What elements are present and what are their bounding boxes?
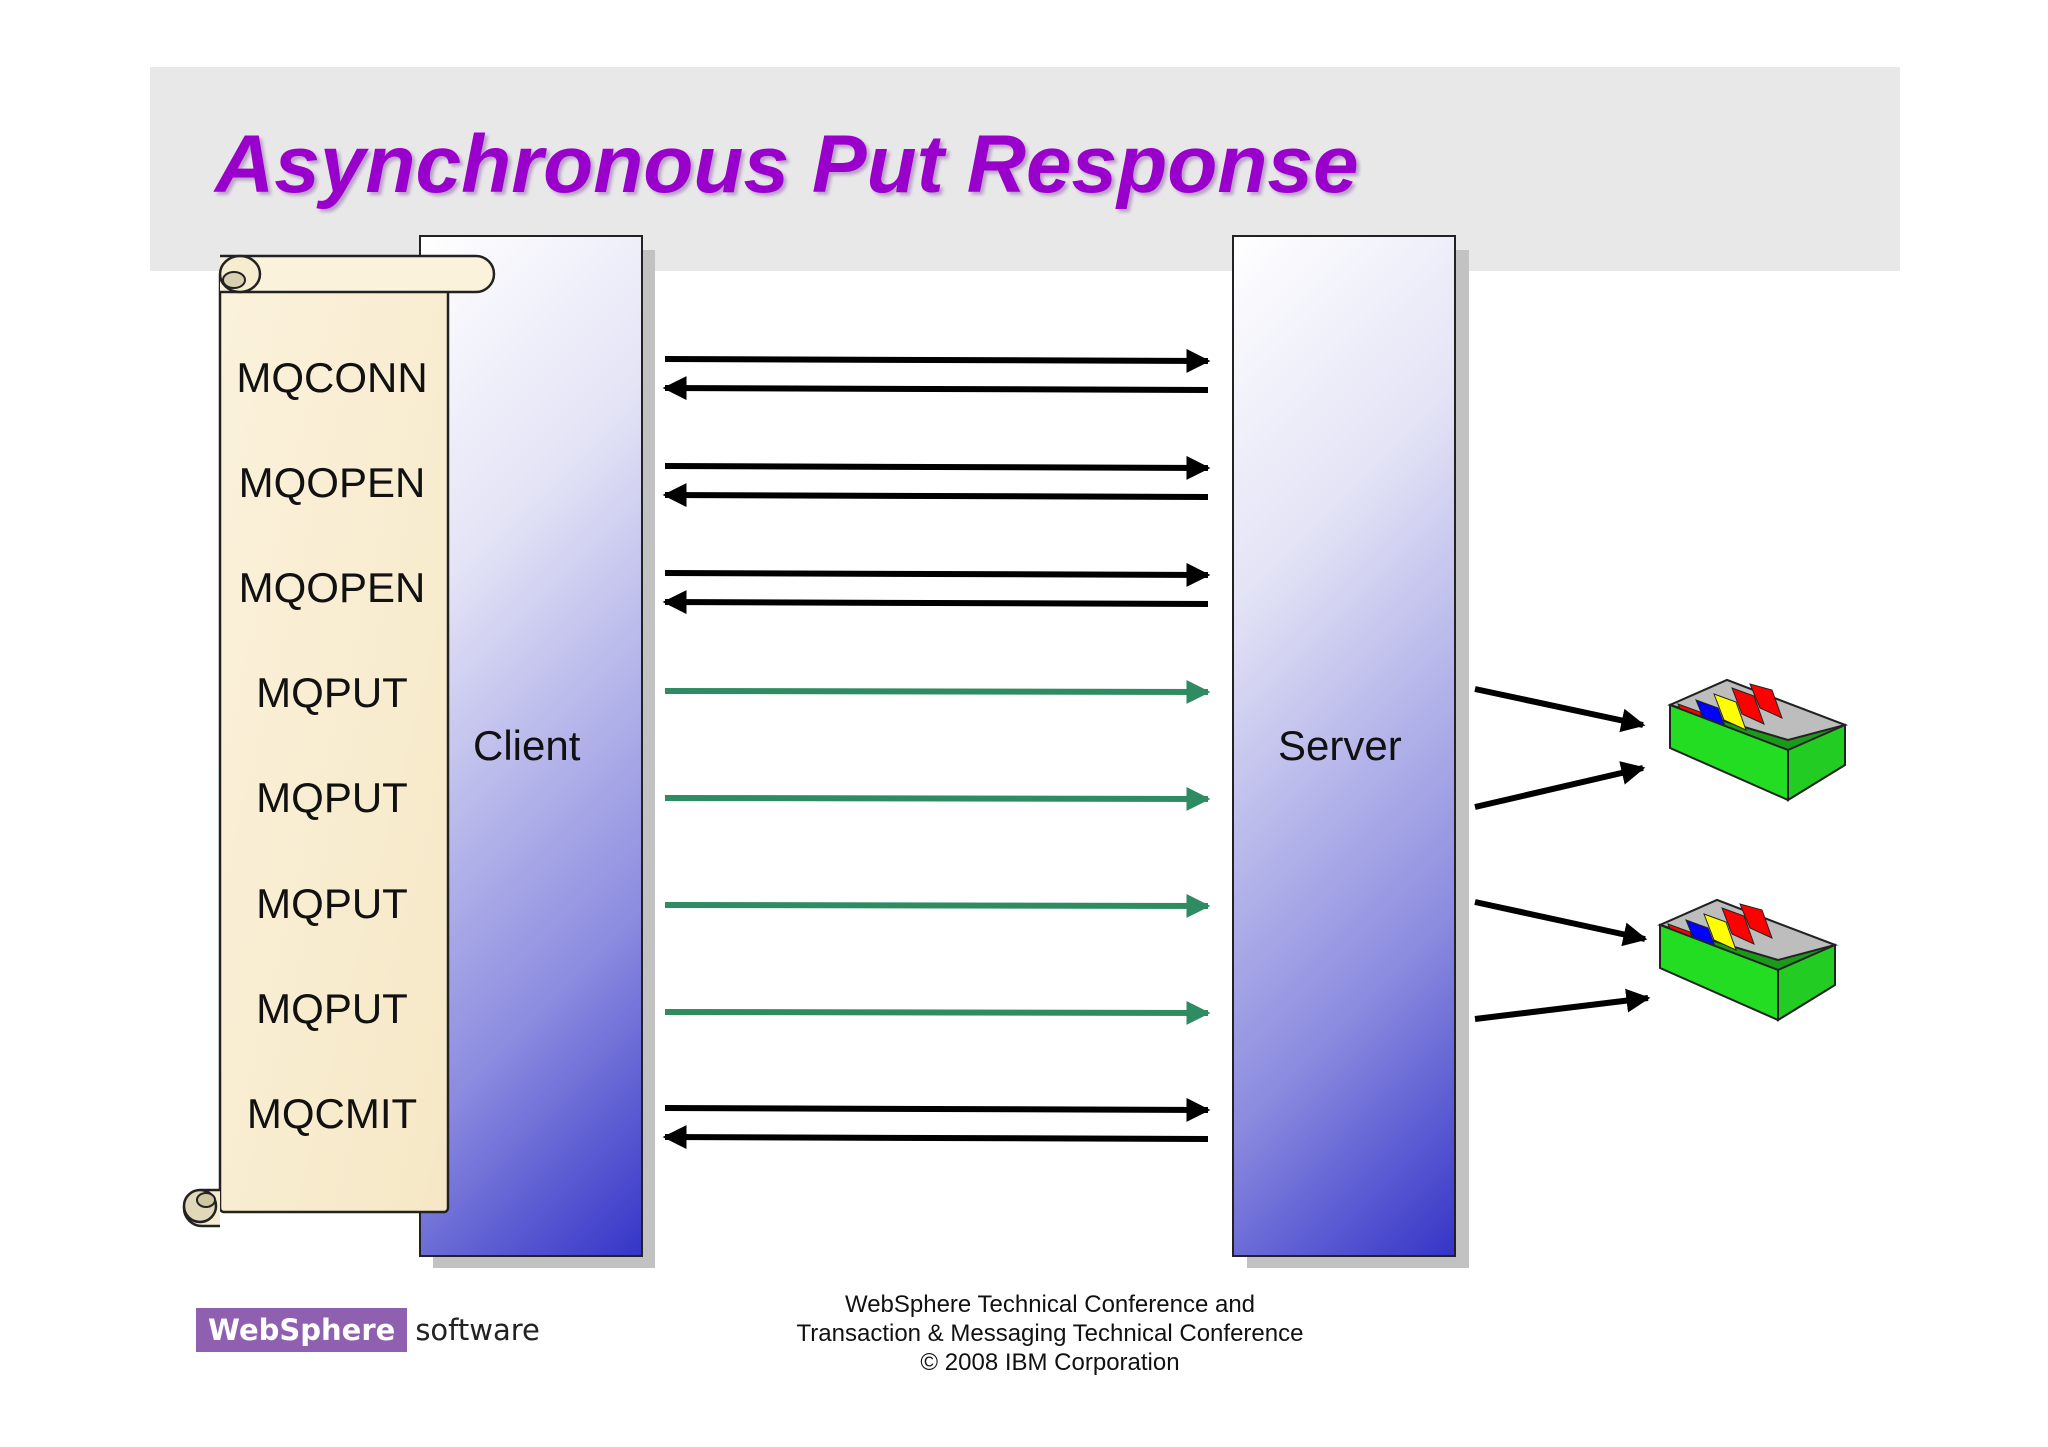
footer: WebSphere Technical Conference and Trans… — [760, 1290, 1340, 1377]
call-label-mqopen: MQOPEN — [238, 459, 426, 506]
mqcmit-reply-arrow — [662, 1125, 1209, 1150]
call-label-mqput: MQPUT — [256, 669, 408, 716]
footer-line-3: © 2008 IBM Corporation — [920, 1349, 1180, 1376]
mqput-async-put-arrow — [664, 1000, 1211, 1025]
client-label: Client — [473, 722, 581, 769]
mqput-async-put-arrow — [664, 893, 1211, 918]
call-label-mqput: MQPUT — [256, 880, 408, 927]
slide-title: Asynchronous Put Response — [215, 119, 1359, 210]
footer-line-1: WebSphere Technical Conference and — [844, 1291, 1256, 1318]
queue-2-icon — [1657, 898, 1839, 1022]
mqopen-request-arrow — [664, 562, 1211, 587]
client-column — [419, 235, 643, 1257]
mqput-async-put-arrow — [664, 786, 1211, 811]
mqput-async-put-arrow — [664, 679, 1211, 704]
server-to-queue-arrow — [1474, 686, 1646, 733]
footer-line-2: Transaction & Messaging Technical Confer… — [796, 1320, 1304, 1347]
call-label-mqconn: MQCONN — [236, 354, 428, 401]
mqcmit-request-arrow — [664, 1097, 1211, 1122]
call-label-mqput: MQPUT — [256, 985, 408, 1032]
server-to-queue-arrow — [1474, 761, 1646, 810]
server-to-queue-arrow — [1474, 899, 1648, 947]
call-label-mqput: MQPUT — [256, 774, 408, 821]
mqopen-request-arrow — [664, 455, 1211, 480]
mqconn-request-arrow — [664, 348, 1211, 373]
logo-brand: WebSphere — [196, 1308, 408, 1352]
websphere-logo: WebSphere software — [196, 1308, 540, 1352]
mqopen-reply-arrow — [662, 590, 1209, 615]
mqconn-reply-arrow — [662, 376, 1209, 401]
call-label-mqcmit: MQCMIT — [246, 1090, 418, 1137]
queue-1-icon — [1667, 678, 1849, 802]
server-to-queue-arrow — [1474, 988, 1651, 1022]
mqopen-reply-arrow — [662, 483, 1209, 508]
scroll-icon — [182, 254, 496, 1228]
call-label-mqopen: MQOPEN — [238, 564, 426, 611]
server-column — [1232, 235, 1456, 1257]
server-label: Server — [1278, 722, 1402, 769]
logo-suffix: software — [415, 1313, 540, 1347]
